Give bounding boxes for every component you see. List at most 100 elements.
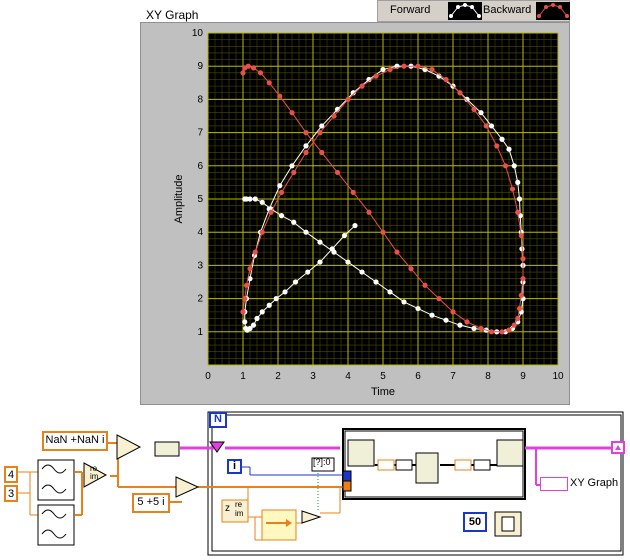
data-point-forward — [305, 269, 311, 275]
nan-constant[interactable]: NaN +NaN i — [42, 431, 108, 451]
x-tick-label: 8 — [485, 371, 491, 382]
data-point-forward — [488, 123, 495, 129]
x-tick-label: 2 — [275, 371, 281, 382]
data-point-backward — [509, 186, 516, 192]
data-point-backward — [259, 229, 265, 235]
data-point-backward — [303, 130, 309, 136]
data-point-backward — [240, 70, 246, 76]
data-point-forward — [303, 143, 309, 149]
legend-forward-swatch[interactable] — [448, 2, 482, 20]
data-point-backward — [331, 113, 337, 119]
data-point-forward — [247, 276, 253, 282]
data-point-backward — [436, 296, 442, 302]
data-point-backward — [429, 66, 435, 73]
offset-constant[interactable]: 5 +5 i — [132, 493, 170, 513]
data-point-forward — [250, 322, 257, 328]
num-constant-3[interactable]: 3 — [4, 485, 18, 502]
num-constant-4[interactable]: 4 — [4, 466, 18, 483]
data-point-backward — [516, 305, 523, 312]
x-tick-label: 10 — [552, 371, 564, 382]
data-point-backward — [415, 63, 421, 69]
data-point-backward — [266, 80, 272, 86]
data-point-backward — [471, 106, 477, 112]
xy-graph-terminal[interactable]: XY Graph — [570, 477, 619, 489]
data-point-backward — [247, 266, 253, 272]
data-point-backward — [380, 229, 386, 235]
data-point-forward — [273, 296, 279, 302]
data-point-forward — [331, 249, 337, 255]
y-tick-label: 5 — [197, 194, 203, 205]
data-point-backward — [350, 189, 356, 195]
data-point-backward — [387, 66, 393, 73]
y-tick-label: 6 — [197, 161, 203, 172]
data-point-forward — [317, 239, 323, 245]
data-point-backward — [494, 143, 500, 149]
data-point-forward — [277, 183, 283, 189]
data-point-backward — [457, 90, 463, 96]
data-point-backward — [243, 282, 250, 288]
loop-count-terminal[interactable]: N — [214, 413, 222, 425]
legend-backward-swatch[interactable] — [536, 2, 570, 20]
y-tick-label: 1 — [197, 327, 203, 338]
data-point-backward — [366, 209, 372, 215]
data-point-forward — [259, 199, 265, 205]
x-tick-label: 1 — [240, 371, 246, 382]
data-point-forward — [266, 302, 272, 308]
y-tick-label: 7 — [197, 128, 203, 139]
data-point-backward — [252, 249, 258, 255]
data-point-forward — [252, 196, 258, 202]
data-point-backward — [520, 256, 526, 262]
series-line-backward — [242, 65, 524, 333]
data-point-forward — [345, 259, 351, 265]
data-point-forward — [478, 110, 484, 116]
iteration-terminal[interactable]: i — [227, 459, 242, 474]
data-point-forward — [373, 279, 379, 285]
data-point-forward — [506, 146, 512, 152]
wait-icon[interactable] — [495, 512, 521, 536]
xy-graph-terminal-icon[interactable] — [540, 477, 568, 491]
x-tick-label: 5 — [380, 371, 386, 382]
data-point-forward — [291, 219, 297, 225]
data-point-backward — [422, 282, 428, 288]
data-point-backward — [511, 322, 517, 328]
data-point-forward — [352, 222, 358, 229]
data-point-backward — [450, 309, 456, 315]
data-point-backward — [520, 276, 526, 282]
wait-ms-constant[interactable]: 50 — [463, 512, 487, 532]
data-point-backward — [277, 93, 283, 99]
data-point-backward — [250, 65, 257, 71]
data-point-backward — [488, 329, 495, 335]
data-point-backward — [345, 96, 351, 102]
plot-legend[interactable]: Forward Backward — [377, 0, 570, 22]
data-point-backward — [515, 315, 521, 322]
data-point-backward — [515, 209, 521, 215]
data-point-backward — [359, 83, 365, 89]
data-point-forward — [443, 317, 449, 323]
data-point-forward — [242, 319, 248, 325]
data-point-backward — [499, 329, 505, 335]
data-point-forward — [317, 259, 323, 265]
data-point-forward — [516, 196, 523, 202]
data-point-forward — [303, 229, 309, 235]
data-point-backward — [408, 266, 414, 272]
data-point-forward — [429, 312, 435, 318]
data-point-backward — [518, 292, 524, 298]
data-point-backward — [303, 149, 309, 156]
data-point-backward — [506, 327, 512, 333]
x-tick-label: 6 — [415, 371, 421, 382]
im-label: im — [235, 509, 244, 518]
data-point-backward — [289, 110, 295, 116]
data-point-forward — [319, 123, 325, 129]
data-point-backward — [373, 73, 379, 79]
data-point-forward — [289, 163, 295, 169]
y-axis-label: Amplitude — [173, 175, 185, 224]
xy-graph-label: XY Graph — [146, 8, 199, 22]
data-point-backward — [483, 123, 489, 129]
x-tick-label: 7 — [450, 371, 456, 382]
x-tick-label: 4 — [345, 371, 351, 382]
data-point-backward — [478, 325, 484, 332]
data-point-forward — [499, 136, 505, 142]
data-point-backward — [394, 249, 400, 255]
